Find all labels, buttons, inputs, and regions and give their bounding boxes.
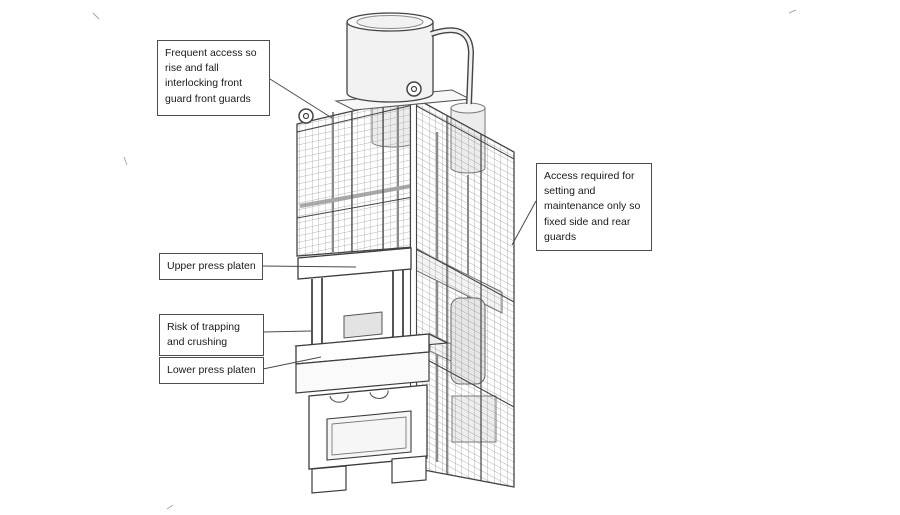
lifting-eye-left: [298, 108, 314, 124]
callout-side-rear-guards: Access required for setting and maintena…: [536, 163, 652, 252]
upper-press-platen: [297, 247, 412, 280]
tool-block: [343, 311, 383, 339]
callout-lower-platen: Lower press platen: [159, 357, 264, 385]
leader-lower-platen: [262, 356, 322, 370]
hydraulic-pipe: [430, 27, 475, 105]
front-mesh-guard: [296, 96, 414, 257]
bolster-slab: [295, 351, 430, 394]
leader-side-rear-guards: [511, 200, 537, 246]
leader-front-guards: [269, 78, 333, 119]
callout-side-rear-guards-text: Access required for setting and maintena…: [544, 170, 641, 243]
callout-trapping-risk: Risk of trapping and crushing: [159, 314, 264, 357]
side-mesh-guard: [412, 95, 515, 488]
callout-upper-platen-text: Upper press platen: [167, 260, 256, 272]
top-assembly: [298, 12, 475, 124]
leader-upper-platen: [261, 265, 357, 268]
leader-lines: [261, 78, 537, 370]
press-area: [294, 247, 449, 394]
callout-trapping-risk-text: Risk of trapping and crushing: [167, 321, 240, 349]
lifting-eye-right: [406, 81, 422, 97]
callout-lower-platen-text: Lower press platen: [167, 364, 256, 376]
callout-upper-platen: Upper press platen: [159, 253, 263, 281]
machine-base: [308, 384, 428, 494]
callout-front-guards: Frequent access so rise and fall interlo…: [157, 40, 270, 116]
stray-marks: [92, 9, 797, 510]
callout-front-guards-text: Frequent access so rise and fall interlo…: [165, 47, 257, 105]
leader-trapping-risk: [262, 330, 312, 333]
